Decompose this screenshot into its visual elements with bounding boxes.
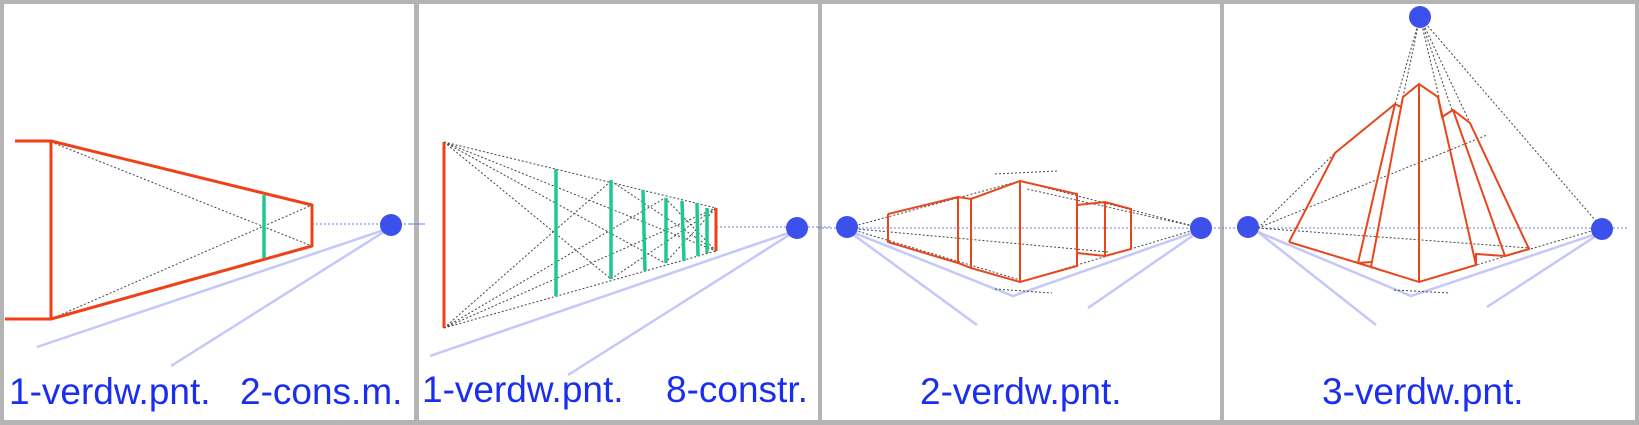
vanishing-point-left <box>1237 216 1259 238</box>
panel-3-drawing <box>818 170 1225 327</box>
panel-1-label-b: 2-cons.m. <box>240 371 402 412</box>
panel-4 <box>1224 4 1635 420</box>
panel-1-label-a: 1-verdw.pnt. <box>9 371 211 412</box>
vanishing-point <box>786 217 808 239</box>
panel-2-label-b: 8-constr. <box>666 369 808 410</box>
panel-2-label-a: 1-verdw.pnt. <box>422 369 624 410</box>
vanishing-point-right <box>1591 218 1613 240</box>
panel-1 <box>4 4 414 420</box>
panel-3-label: 2-verdw.pnt. <box>920 371 1122 412</box>
panel-2-drawing <box>410 141 830 377</box>
panel-4-label: 3-verdw.pnt. <box>1322 371 1524 412</box>
vanishing-point-right <box>1190 217 1212 239</box>
vanishing-point-left <box>836 216 858 238</box>
panel-1-drawing <box>5 139 425 368</box>
vanishing-point-top <box>1409 6 1431 28</box>
vanishing-point <box>380 214 402 236</box>
panel-4-drawing <box>1225 6 1628 326</box>
